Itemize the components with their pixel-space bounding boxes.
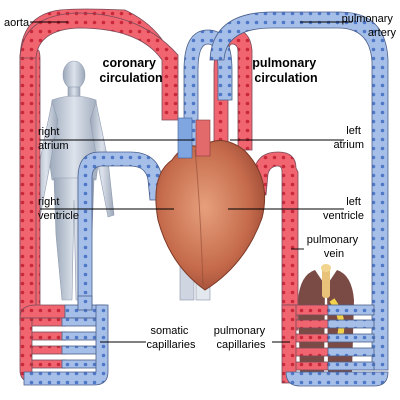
left-atrium-label: left atrium bbox=[333, 125, 364, 151]
pulmonary-capillaries-venous bbox=[285, 304, 389, 387]
aorta-label: aorta bbox=[4, 17, 30, 29]
heart-illustration bbox=[155, 117, 266, 301]
right-ventricle-label: right ventricle bbox=[38, 196, 79, 222]
somatic-capillaries-arterial bbox=[19, 304, 67, 383]
pulmonary-circulation-heading: pulmonary circulation bbox=[252, 56, 319, 85]
somatic-capillaries-label: somatic capillaries bbox=[147, 325, 196, 351]
aorta-descending bbox=[19, 54, 37, 326]
pulmonary-capillaries-arterial bbox=[281, 304, 331, 384]
somatic-capillaries-venous bbox=[23, 295, 109, 386]
pulmonary-vein-vessel bbox=[251, 151, 299, 331]
vena-cava-vessel bbox=[77, 151, 163, 319]
pulmonary-vein-label: pulmonary vein bbox=[307, 234, 361, 260]
pulmonary-artery-label: pulmonary artery bbox=[342, 13, 397, 39]
left-ventricle-label: left ventricle bbox=[323, 196, 364, 222]
pulmonary-capillaries-label: pulmonary capillaries bbox=[214, 325, 268, 351]
text-labels: coronary circulation pulmonary circulati… bbox=[4, 13, 396, 351]
aorta-arch bbox=[19, 12, 179, 121]
coronary-circulation-heading: coronary circulation bbox=[99, 56, 162, 85]
right-atrium-label: right atrium bbox=[38, 126, 69, 152]
pulmonary-artery-vessel bbox=[209, 11, 389, 371]
human-body-figure bbox=[33, 60, 115, 301]
leader-lines bbox=[30, 21, 352, 343]
